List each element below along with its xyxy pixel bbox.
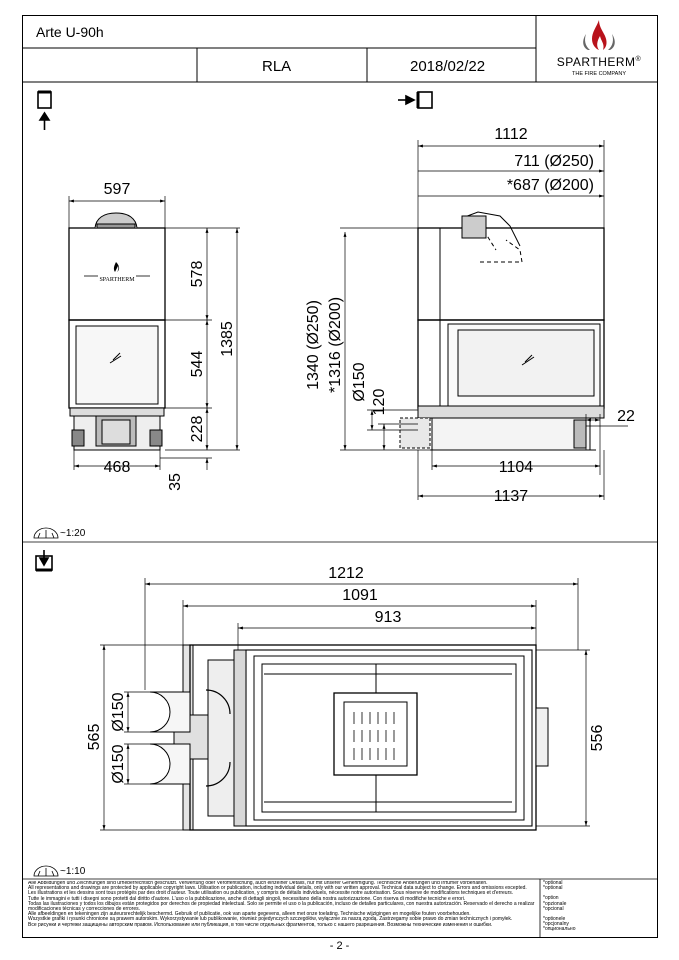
dim-front-upper-height: 578 bbox=[189, 261, 206, 288]
scale-1-ruler-icon bbox=[33, 527, 59, 539]
dim-top-depth-inner: 556 bbox=[589, 725, 606, 752]
dim-side-width-bottom: 1104 bbox=[499, 459, 534, 476]
dim-side-flue-250: 711 (Ø250) bbox=[514, 153, 594, 170]
dim-side-height-200: *1316 (Ø200) bbox=[327, 297, 344, 393]
disclaimer-line: Les illustrations et les dessins sont to… bbox=[28, 890, 514, 897]
dim-front-width: 597 bbox=[104, 181, 131, 198]
dim-side-width-total-bottom: 1137 bbox=[494, 488, 529, 505]
dim-side-inlet-height: 120 bbox=[371, 389, 388, 416]
optional-label: *optionele bbox=[543, 916, 566, 923]
page-number: - 2 - bbox=[329, 940, 350, 952]
dim-front-total-height: 1385 bbox=[219, 321, 236, 357]
optional-label: *option bbox=[543, 895, 559, 902]
side-view-symbol-icon bbox=[398, 91, 433, 109]
dim-side-inlet-dia: Ø150 bbox=[351, 362, 368, 401]
dim-top-width-mid: 1091 bbox=[342, 587, 378, 604]
model-name: Arte U-90h bbox=[36, 24, 104, 40]
scale-2-ruler-icon bbox=[33, 865, 59, 877]
date-label: 2018/02/22 bbox=[410, 58, 486, 75]
optional-label: *optional bbox=[543, 880, 563, 886]
disclaimer-line: Wszystkie grafiki i rysunki chronione są… bbox=[28, 916, 513, 923]
disclaimer-line: Tutte le immagini e tutti i disegni sono… bbox=[28, 895, 466, 902]
disclaimer-text: Alle Abbildungen und Zeichnungen sind ur… bbox=[28, 881, 538, 931]
disclaimer-line: Todas las ilustraciones y todos los dibu… bbox=[28, 900, 535, 913]
top-view-symbol-icon bbox=[35, 550, 53, 572]
dim-front-foot: 35 bbox=[167, 473, 184, 491]
dim-top-width-total: 1212 bbox=[328, 565, 364, 582]
front-badge-text: SPARTHERM bbox=[99, 277, 135, 283]
front-dims bbox=[68, 196, 240, 470]
brand-tagline: THE FIRE COMPANY bbox=[572, 71, 626, 77]
dim-top-width-inner: 913 bbox=[375, 609, 402, 626]
drawing-frame bbox=[22, 15, 658, 938]
front-badge-flame-icon bbox=[113, 262, 120, 272]
dim-front-glass-height: 544 bbox=[189, 351, 206, 378]
front-view bbox=[68, 212, 166, 451]
top-dims bbox=[100, 578, 590, 831]
dim-top-inlet-upper: Ø150 bbox=[110, 692, 127, 731]
brand-text: SPARTHERM bbox=[556, 55, 636, 69]
disclaimer-line: Alle Abbildungen und Zeichnungen sind ur… bbox=[28, 881, 488, 886]
optional-label: *opzionale bbox=[543, 900, 567, 907]
dim-side-width-top: 1112 bbox=[494, 126, 527, 143]
scale-label-2: ~1:10 bbox=[60, 866, 86, 877]
side-dims bbox=[340, 140, 628, 500]
dim-top-depth-total: 565 bbox=[86, 724, 103, 751]
disclaimer-line: Все рисунки и чертежи защищены авторским… bbox=[28, 921, 493, 928]
variant-label: RLA bbox=[262, 58, 292, 75]
flame-logo-icon bbox=[583, 20, 615, 50]
title-block bbox=[22, 15, 658, 83]
brand-name: SPARTHERM® bbox=[543, 55, 655, 69]
scale-label-1: ~1:20 bbox=[60, 528, 86, 539]
brand-reg: ® bbox=[635, 56, 642, 63]
side-view bbox=[399, 211, 605, 451]
dim-side-flue-200: *687 (Ø200) bbox=[507, 177, 594, 194]
optional-label: *optional bbox=[543, 885, 563, 892]
grate-bars bbox=[353, 712, 395, 760]
disclaimer-line: All representations and drawings are pro… bbox=[28, 885, 527, 892]
optional-label: *опционально bbox=[543, 926, 576, 933]
front-view-symbol-icon bbox=[37, 90, 52, 130]
dim-side-offset: 22 bbox=[617, 408, 635, 425]
dim-side-height-250: 1340 (Ø250) bbox=[305, 300, 322, 390]
dim-top-inlet-lower: Ø150 bbox=[110, 744, 127, 783]
dim-front-base-width: 468 bbox=[104, 459, 131, 476]
optional-label: *opcjonalny bbox=[543, 921, 569, 928]
disclaimer-line: Alle afbeeldingen en tekeningen zijn aut… bbox=[28, 911, 471, 918]
optional-label: *opcional bbox=[543, 905, 564, 912]
optional-labels: *optional *optional *option *opzionale *… bbox=[543, 880, 653, 933]
dim-front-base-height: 228 bbox=[189, 416, 206, 443]
top-view bbox=[149, 644, 549, 831]
